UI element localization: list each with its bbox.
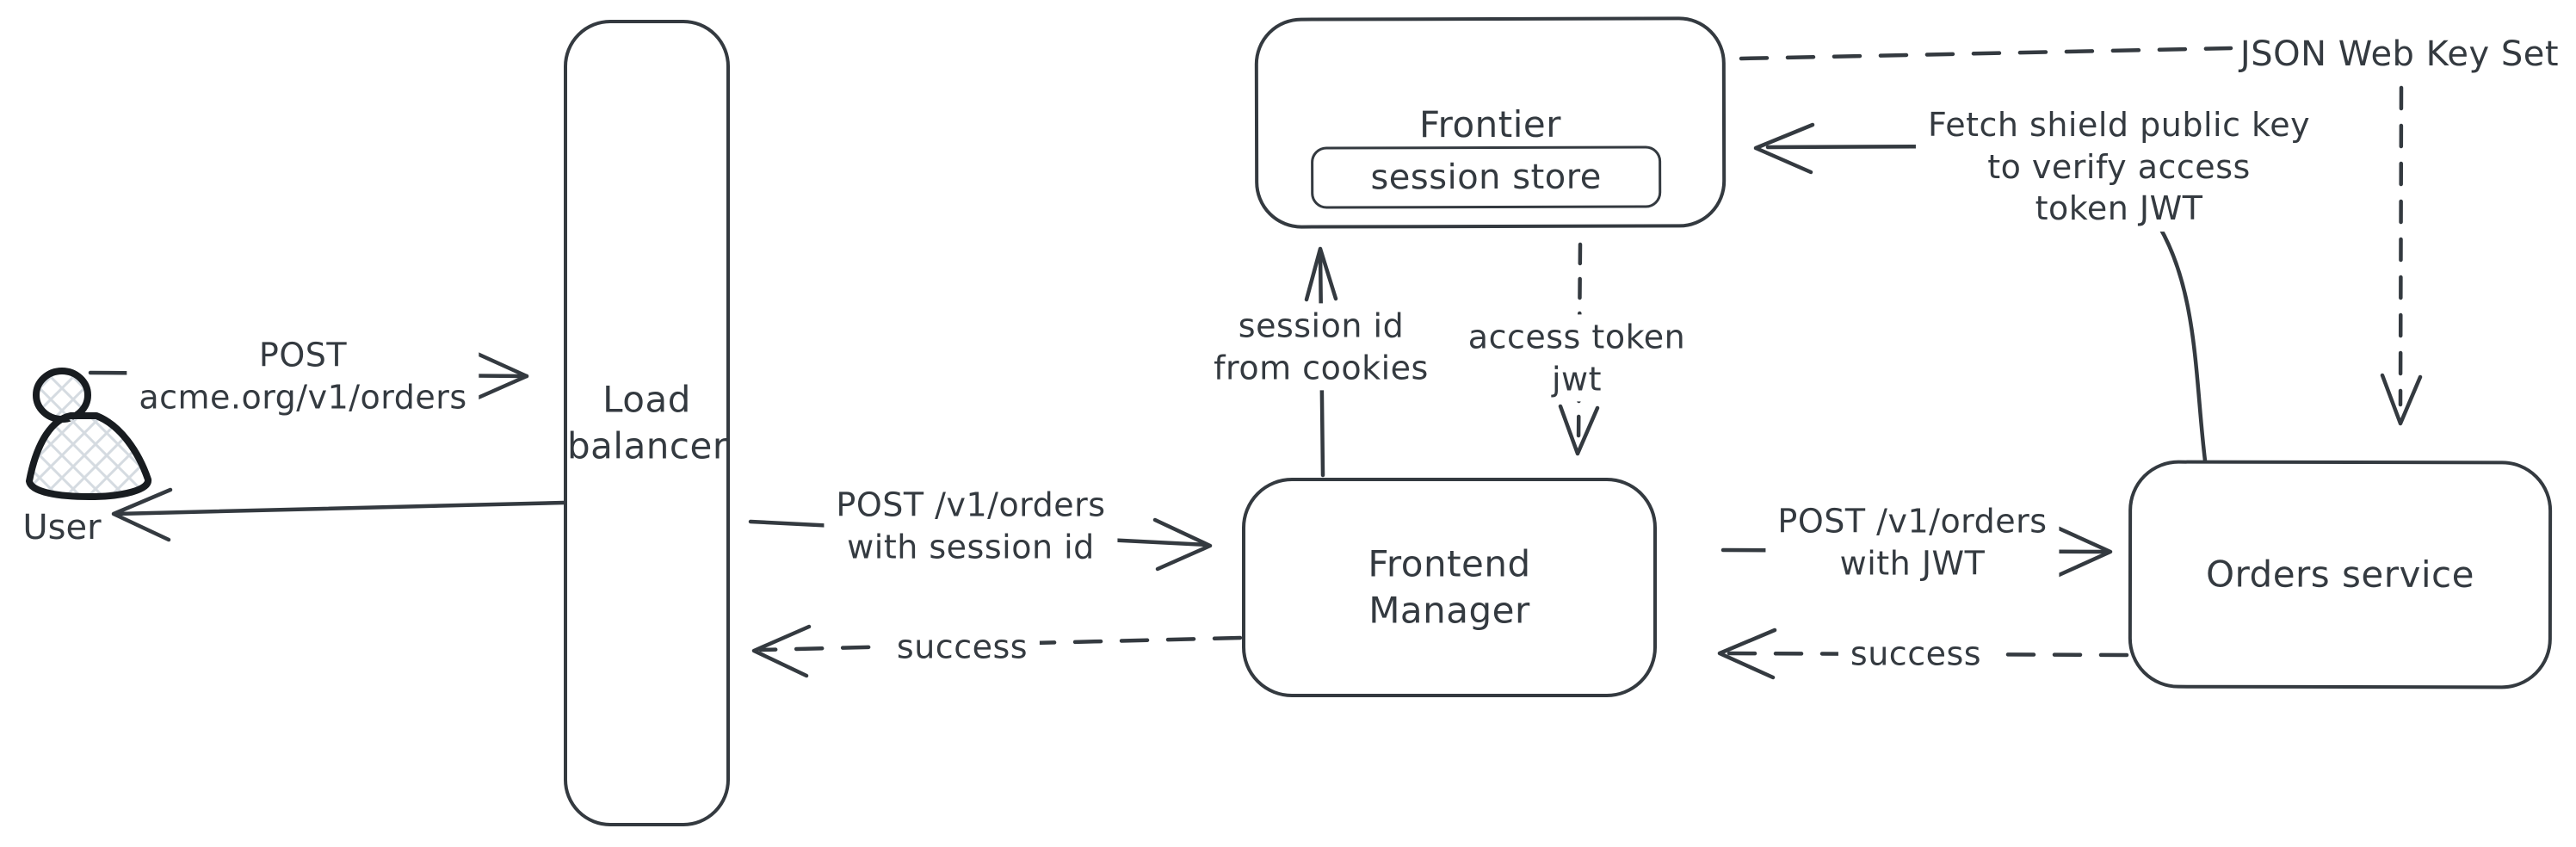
edge-label-success-to-lb: success <box>884 624 1041 671</box>
edge-label-success-to-fm: success <box>1838 631 1994 677</box>
edge-label-fetch-shield: Fetch shield public key to verify access… <box>1915 102 2323 232</box>
edge-jwks-line <box>1739 46 2233 61</box>
edge-jwks-down-arrow <box>2380 85 2423 426</box>
person-icon <box>26 368 151 500</box>
edge-access-token-arrow <box>1558 242 1600 456</box>
edge-return-user-arrow <box>111 487 566 542</box>
edge-label-post-jwt: POST /v1/orders with JWT <box>1765 498 2060 586</box>
edge-label-session-id: session id from cookies <box>1202 303 1441 391</box>
load-balancer-node: Load balancer <box>564 20 730 826</box>
frontend-manager-label: Frontend Manager <box>1368 541 1531 632</box>
edge-label-post-session: POST /v1/orders with session id <box>824 482 1118 570</box>
load-balancer-label: Load balancer <box>567 377 728 467</box>
user-label: User <box>22 508 102 547</box>
edge-label-post-orders: POST acme.org/v1/orders <box>127 332 479 420</box>
edge-label-jwks: JSON Web Key Set <box>2239 34 2560 74</box>
edge-label-access-token: access token jwt <box>1455 314 1698 402</box>
frontend-manager-node: Frontend Manager <box>1242 478 1657 697</box>
